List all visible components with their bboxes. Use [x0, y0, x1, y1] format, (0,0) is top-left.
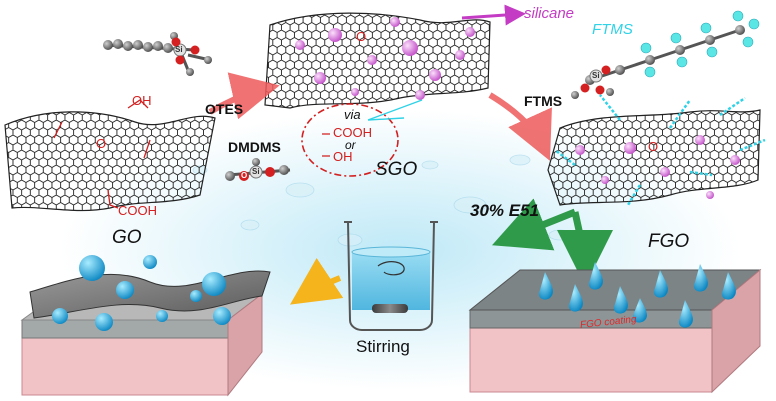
- e51-label: 30% E51: [470, 201, 539, 220]
- hydroxyl-label: OH: [132, 93, 152, 108]
- dmdms-si-atom: Si: [252, 167, 260, 176]
- sgo-epoxy-label: O: [356, 29, 367, 44]
- fgo-fluoro-chains: [554, 94, 766, 206]
- left-substrate: [20, 255, 271, 397]
- arrow-go-to-sgo: [208, 72, 280, 120]
- go-label: GO: [112, 227, 142, 248]
- stir-bar: [372, 304, 408, 313]
- dmdms-o-atom: O: [241, 171, 248, 180]
- otes-si-atom: Si: [175, 45, 183, 54]
- fgo-label: FGO: [648, 231, 690, 252]
- via-oh-label: OH: [333, 149, 353, 164]
- fgo-silicane-balls: [575, 135, 740, 199]
- via-or-label: or: [345, 138, 356, 152]
- via-label: via: [344, 107, 361, 122]
- sgo-graphene-sheet: [264, 12, 491, 109]
- dmdms-label: DMDMS: [228, 139, 281, 155]
- right-substrate: [468, 262, 762, 394]
- via-annotation-ring: [301, 103, 399, 177]
- fgo-graphene-sheet: [547, 109, 761, 206]
- ftms-molecule: [571, 10, 760, 99]
- stirring-label: Stirring: [356, 337, 410, 356]
- otes-label: OTES: [205, 101, 244, 117]
- go-functional-bonds: [53, 99, 151, 209]
- water-balls: [52, 255, 231, 331]
- arrow-sgo-to-fgo: [488, 92, 552, 161]
- ftms-molecule-label: FTMS: [592, 21, 633, 38]
- carboxyl-label: COOH: [118, 203, 157, 218]
- ftms-si-atom: Si: [592, 71, 600, 80]
- silicane-pointer-arrow: [461, 4, 526, 26]
- arrow-fgo-to-coating: [556, 211, 613, 286]
- via-cooh-label: COOH: [333, 125, 372, 140]
- silicane-label: silicane: [524, 5, 575, 22]
- silicane-balls: [295, 17, 475, 100]
- dmdms-molecule: [225, 158, 291, 181]
- ftms-label: FTMS: [524, 93, 563, 109]
- arrow-fgo-to-beaker: [492, 198, 577, 251]
- rotation-arrow: [377, 261, 405, 276]
- sgo-label: SGO: [375, 159, 418, 180]
- otes-molecule: [103, 32, 212, 76]
- beaker: [344, 221, 438, 331]
- via-connector-lines: [367, 99, 423, 121]
- water-drops: [538, 262, 736, 328]
- arrow-beaker-to-substrate: [290, 258, 344, 305]
- go-graphene-sheet: [4, 111, 216, 212]
- go-epoxy-label: O: [96, 136, 107, 151]
- via-bond-marks: [322, 133, 330, 157]
- fgo-epoxy-label: O: [648, 139, 659, 154]
